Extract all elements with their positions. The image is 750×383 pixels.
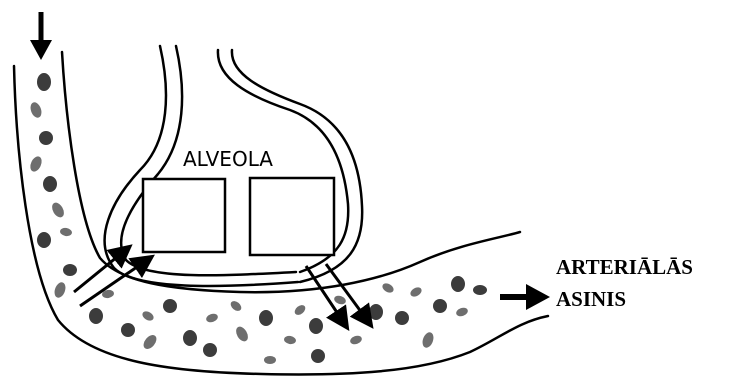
blood-cell (234, 325, 251, 344)
alveola-label: ALVEOLA (183, 147, 273, 171)
arrows-out-of-alveolus (306, 264, 370, 326)
blood-cell (141, 310, 155, 323)
blood-cell (333, 294, 347, 306)
blood-cell (433, 299, 447, 313)
blood-cell (409, 286, 423, 299)
blood-cell (395, 311, 409, 325)
blood-cell (259, 310, 273, 326)
arrows-into-alveolus (74, 248, 150, 306)
blood-outflow-arrow (500, 284, 550, 310)
blood-cell (89, 308, 103, 324)
blood-inflow-arrow (30, 12, 52, 60)
arrow-in-1 (74, 248, 128, 292)
blood-cell (43, 176, 57, 192)
blood-cell (205, 312, 219, 324)
blood-cell (29, 101, 44, 119)
blood-cell (37, 232, 51, 248)
arrow-out-2 (326, 264, 370, 324)
blood-cell (63, 264, 77, 276)
blood-cell (369, 304, 383, 320)
blood-cell (141, 333, 159, 352)
blank-box-right (250, 178, 334, 255)
blood-cell (473, 285, 487, 295)
blood-cell (293, 303, 307, 317)
blood-cell (28, 155, 44, 174)
blood-cell (264, 356, 276, 364)
arterial-blood-label-line1: ARTERIĀLĀS (556, 255, 693, 279)
blood-cell (121, 323, 135, 337)
blood-cell (50, 201, 67, 220)
blood-cell (163, 299, 177, 313)
arrow-in-2 (80, 258, 150, 306)
blank-box-left (143, 179, 225, 252)
blood-cell (203, 343, 217, 357)
blood-cell (455, 306, 469, 318)
blood-cell (283, 335, 296, 345)
arterial-blood-label-line2: ASINIS (556, 287, 626, 311)
blood-cell (59, 227, 72, 237)
blood-cell (451, 276, 465, 292)
blood-cell (311, 349, 325, 363)
blood-cell (229, 299, 243, 313)
blood-cell (53, 281, 68, 299)
blood-cell (183, 330, 197, 346)
blood-cell (421, 331, 436, 349)
blood-cell (381, 282, 395, 295)
blood-cell (37, 73, 51, 91)
blood-cell (349, 334, 363, 346)
blood-cell (39, 131, 53, 145)
blood-cell (309, 318, 323, 334)
